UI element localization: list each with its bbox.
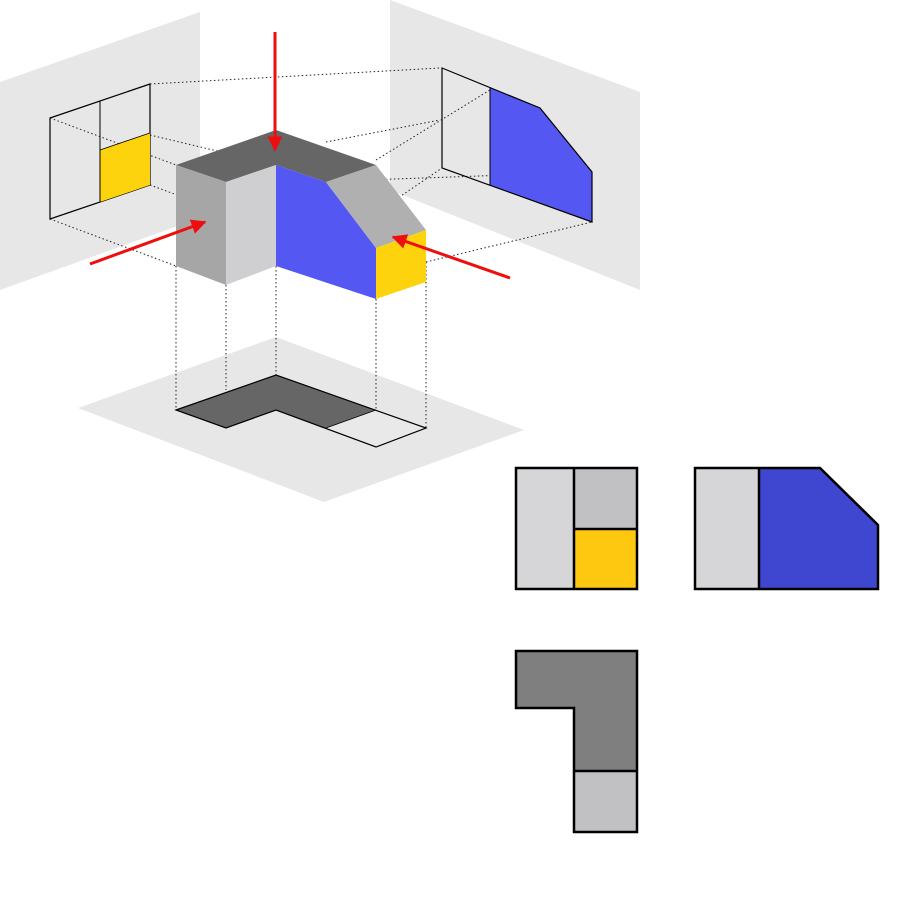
bottom-plane-projection <box>174 374 428 448</box>
left-face-light <box>226 165 276 285</box>
front-face <box>276 165 376 299</box>
left-view-arrow <box>89 219 207 266</box>
top-face <box>176 130 376 182</box>
right-plane-projection <box>441 67 593 223</box>
side-view <box>693 466 880 591</box>
view-arrows <box>89 32 511 280</box>
isometric-object <box>176 130 426 299</box>
slope-face <box>326 165 426 248</box>
left-plane-projection <box>49 83 151 220</box>
end-face <box>376 230 426 299</box>
right-view-arrow <box>391 234 511 280</box>
plan-view <box>514 649 639 834</box>
front-view <box>514 466 639 591</box>
